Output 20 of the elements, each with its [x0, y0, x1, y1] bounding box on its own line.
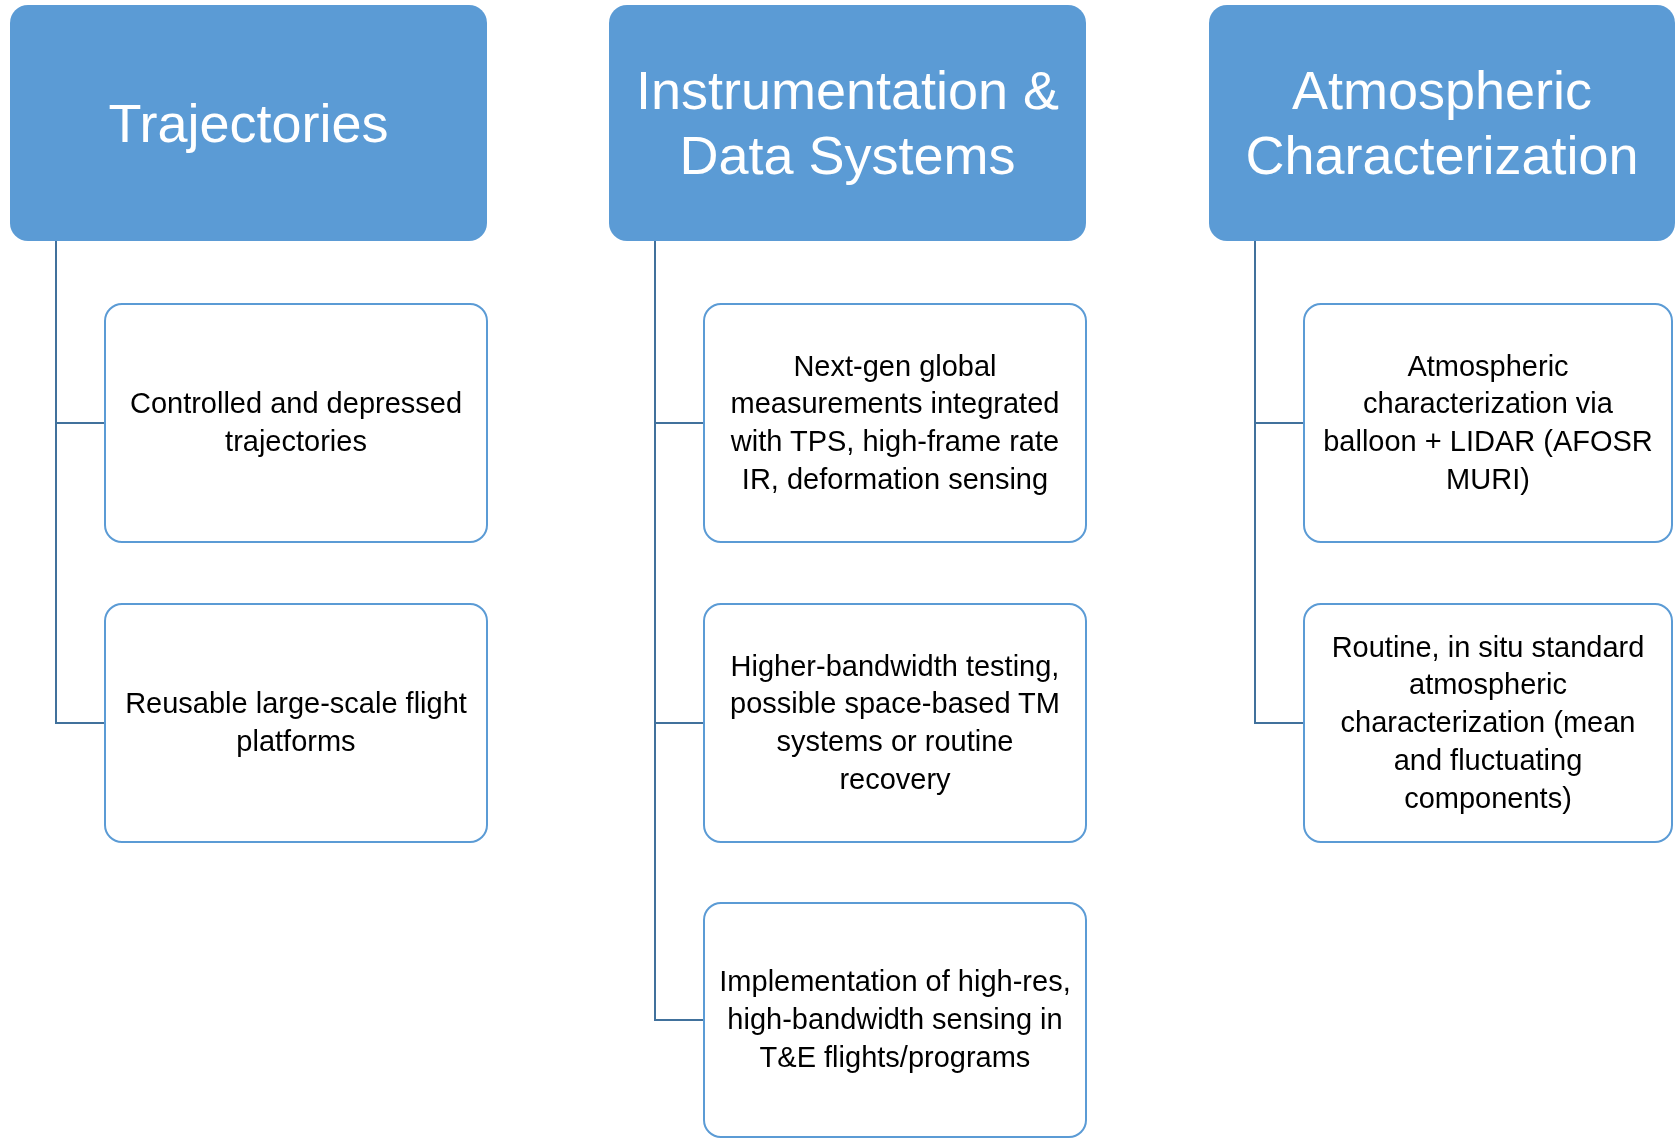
item-text: Higher-bandwidth testing, possible space-based TM systems or routine recovery	[729, 648, 1061, 797]
header-text: Trajectories	[108, 91, 389, 155]
item-box	[1303, 303, 1673, 543]
header-text: Atmospheric Characterization	[1244, 59, 1640, 187]
category-header-box	[1209, 5, 1675, 241]
item-text: Atmospheric characterization via balloon + LIDAR (AFOSR MURI)	[1322, 348, 1654, 497]
item-text: Reusable large-scale flight platforms	[124, 686, 468, 759]
item-box	[104, 303, 488, 543]
item-box	[703, 303, 1087, 543]
item-text: Implementation of high-res, high-bandwidth sensing in T&E flights/programs	[718, 964, 1072, 1075]
item-box	[1303, 603, 1673, 843]
item-text: Controlled and depressed trajectories	[128, 386, 464, 459]
item-box	[703, 902, 1087, 1138]
category-header-box	[609, 5, 1086, 241]
item-text: Routine, in situ standard atmospheric characterization (mean and fluctuating components)	[1330, 629, 1646, 816]
category-header-box	[10, 5, 487, 241]
item-box	[104, 603, 488, 843]
item-text: Next-gen global measurements integrated with TPS, high-frame rate IR, deformation sensing	[729, 348, 1061, 497]
header-text: Instrumentation & Data Systems	[634, 59, 1061, 187]
item-box	[703, 603, 1087, 843]
